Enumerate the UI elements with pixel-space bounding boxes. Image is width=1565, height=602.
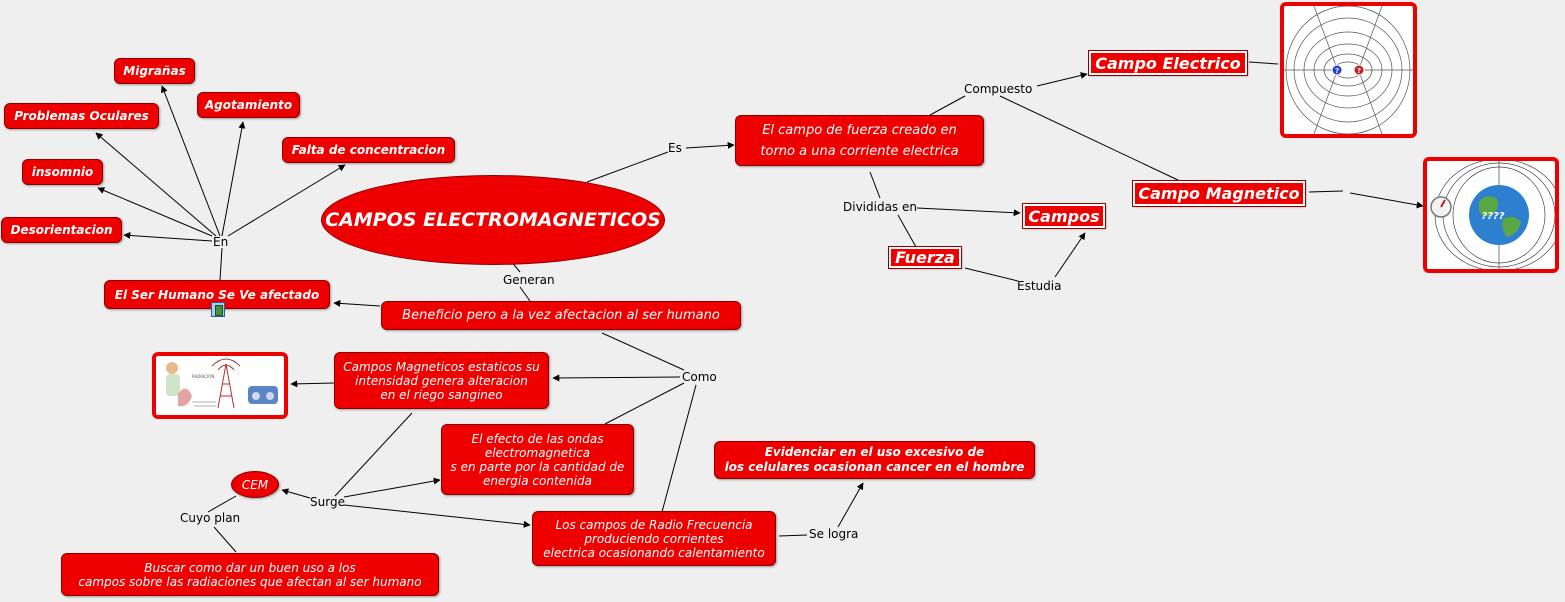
node-campos[interactable]: Campos — [1023, 204, 1105, 228]
link-label-cuyo-plan: Cuyo plan — [180, 511, 240, 525]
svg-text:?: ? — [1357, 67, 1361, 75]
node-campo-electrico[interactable]: Campo Electrico — [1089, 51, 1247, 75]
earth-field-drawing: ???? — [1427, 161, 1555, 269]
svg-text:????: ???? — [1481, 211, 1504, 222]
link-label-en: En — [213, 235, 228, 249]
link-label-surge: Surge — [310, 495, 345, 509]
node-evidenciar[interactable]: Evidenciar en el uso excesivo de los cel… — [714, 441, 1035, 479]
node-definition[interactable]: El campo de fuerza creado en torno a una… — [735, 115, 984, 166]
node-buscar[interactable]: Buscar como dar un buen uso a los campos… — [61, 553, 439, 596]
electric-field-dipole-image[interactable]: ? ? — [1280, 2, 1417, 138]
main-concept-node[interactable]: CAMPOS ELECTROMAGNETICOS — [321, 175, 665, 265]
node-falta-concentracion[interactable]: Falta de concentracion — [282, 137, 455, 163]
node-desorientacion[interactable]: Desorientacion — [1, 217, 122, 243]
node-problemas-oculares[interactable]: Problemas Oculares — [4, 103, 159, 129]
link-label-compuesto: Compuesto — [964, 82, 1032, 96]
link-label-divididas-en: Divididas en — [843, 200, 917, 214]
node-fuerza[interactable]: Fuerza — [889, 247, 961, 268]
radio-phone-drawing: RADIACION — [156, 356, 284, 415]
link-label-se-logra: Se logra — [809, 527, 858, 541]
svg-text:RADIACION: RADIACION — [192, 374, 214, 379]
node-beneficio[interactable]: Beneficio pero a la vez afectacion al se… — [381, 301, 741, 330]
link-label-como: Como — [682, 370, 717, 384]
link-label-es: Es — [668, 141, 682, 155]
film-icon[interactable] — [211, 302, 225, 317]
node-efecto-ondas[interactable]: El efecto de las ondas electromagnetica … — [441, 424, 634, 495]
svg-text:?: ? — [1335, 67, 1339, 75]
node-agotamiento[interactable]: Agotamiento — [197, 92, 300, 118]
earth-magnetic-field-image[interactable]: ???? — [1423, 157, 1559, 273]
node-cem[interactable]: CEM — [231, 471, 279, 498]
node-campos-estaticos[interactable]: Campos Magneticos estaticos su intensida… — [334, 352, 549, 409]
link-label-generan: Generan — [503, 273, 555, 287]
radio-phone-image[interactable]: RADIACION — [152, 352, 288, 419]
node-radio-frecuencia[interactable]: Los campos de Radio Frecuencia producien… — [532, 511, 776, 566]
node-insomnio[interactable]: insomnio — [22, 159, 103, 185]
node-migranas[interactable]: Migrañas — [114, 58, 195, 84]
node-campo-magnetico[interactable]: Campo Magnetico — [1133, 181, 1305, 206]
link-label-estudia: Estudia — [1017, 279, 1061, 293]
dipole-field-lines: ? ? — [1284, 6, 1413, 134]
